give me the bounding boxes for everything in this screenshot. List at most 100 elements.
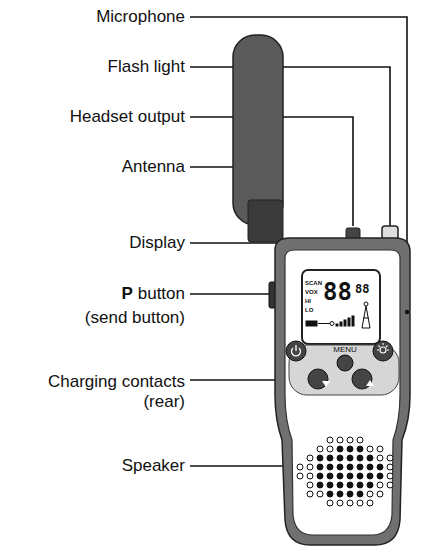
speaker-hole	[337, 473, 343, 479]
part-label: (send button)	[85, 308, 185, 328]
display-icons	[306, 302, 370, 328]
front-face	[285, 250, 400, 535]
speaker-hole	[317, 455, 323, 461]
speaker-hole	[327, 446, 333, 452]
speaker-hole	[317, 482, 323, 488]
speaker-hole	[367, 491, 373, 497]
speaker-hole	[367, 446, 373, 452]
speaker-hole	[307, 455, 313, 461]
part-label: Display	[129, 233, 185, 253]
channel-digits: 88	[323, 278, 352, 307]
speaker-hole	[327, 491, 333, 497]
speaker-hole	[337, 437, 343, 443]
antenna	[233, 35, 283, 225]
speaker-hole	[297, 464, 303, 470]
drawing-part	[380, 347, 386, 353]
speaker-hole	[327, 473, 333, 479]
signal-bar	[336, 324, 338, 326]
speaker-grille	[297, 437, 393, 506]
speaker-hole	[377, 491, 383, 497]
leader-line	[190, 166, 236, 168]
drawing-part	[377, 349, 379, 350]
down-button	[308, 369, 328, 389]
speaker-hole	[347, 455, 353, 461]
code-digits: 88	[355, 282, 369, 296]
speaker-hole	[327, 437, 333, 443]
speaker-hole	[307, 482, 313, 488]
leader-line	[190, 379, 276, 381]
speaker-hole	[337, 464, 343, 470]
button-letter: P	[121, 284, 132, 304]
speaker-hole	[347, 464, 353, 470]
part-label: Flash light	[108, 57, 185, 77]
light-button	[373, 341, 393, 361]
speaker-hole	[357, 473, 363, 479]
leader-line	[190, 67, 390, 226]
speaker-hole	[317, 464, 323, 470]
signal-bar	[348, 318, 350, 326]
speaker-hole	[357, 437, 363, 443]
speaker-hole	[377, 482, 383, 488]
display-indicator: SCAN	[305, 280, 322, 287]
drawing-part	[382, 343, 383, 345]
housing	[275, 238, 410, 545]
leader-line	[190, 293, 269, 295]
battery-icon	[306, 321, 317, 326]
speaker-hole	[357, 455, 363, 461]
speaker-hole	[357, 491, 363, 497]
speaker-hole	[347, 437, 353, 443]
speaker-hole	[347, 446, 353, 452]
button-label: MENU	[333, 345, 357, 355]
signal-bar	[352, 316, 354, 326]
signal-bar	[340, 322, 342, 326]
speaker-hole	[307, 491, 313, 497]
speaker-hole	[317, 473, 323, 479]
speaker-hole	[387, 455, 393, 461]
speaker-hole	[367, 482, 373, 488]
speaker-hole	[307, 464, 313, 470]
speaker-hole	[327, 500, 333, 506]
part-label: button	[138, 284, 185, 304]
tower-icon	[364, 302, 368, 306]
antenna-base	[248, 200, 283, 242]
speaker-hole	[377, 455, 383, 461]
drawing-part	[387, 349, 389, 350]
menu-button	[337, 355, 353, 371]
speaker-hole	[357, 500, 363, 506]
speaker-hole	[387, 464, 393, 470]
speaker-hole	[367, 500, 373, 506]
speaker-hole	[347, 473, 353, 479]
part-label: Charging contacts (rear)	[35, 372, 185, 413]
speaker-hole	[377, 446, 383, 452]
speaker-hole	[347, 482, 353, 488]
speaker-hole	[327, 455, 333, 461]
display-screen	[302, 270, 380, 344]
speaker-hole	[327, 482, 333, 488]
display-indicator: VOX	[305, 289, 318, 296]
signal-bar	[344, 320, 346, 326]
speaker-hole	[387, 473, 393, 479]
speaker-hole	[337, 455, 343, 461]
speaker-hole	[357, 464, 363, 470]
speaker-hole	[337, 500, 343, 506]
part-label: Speaker	[122, 456, 185, 476]
power-icon	[292, 345, 301, 356]
display-indicator: LO	[305, 307, 313, 314]
speaker-hole	[337, 482, 343, 488]
speaker-hole	[367, 464, 373, 470]
speaker-hole	[337, 491, 343, 497]
speaker-hole	[387, 482, 393, 488]
speaker-hole	[347, 491, 353, 497]
drawing-part	[386, 346, 388, 348]
speaker-hole	[377, 473, 383, 479]
speaker-hole	[317, 491, 323, 497]
display-indicator: HI	[305, 298, 311, 305]
key-icon	[318, 323, 330, 324]
microphone-hole	[405, 310, 409, 314]
speaker-hole	[347, 500, 353, 506]
speaker-hole	[357, 446, 363, 452]
speaker-hole	[377, 464, 383, 470]
light-icon	[377, 343, 389, 353]
